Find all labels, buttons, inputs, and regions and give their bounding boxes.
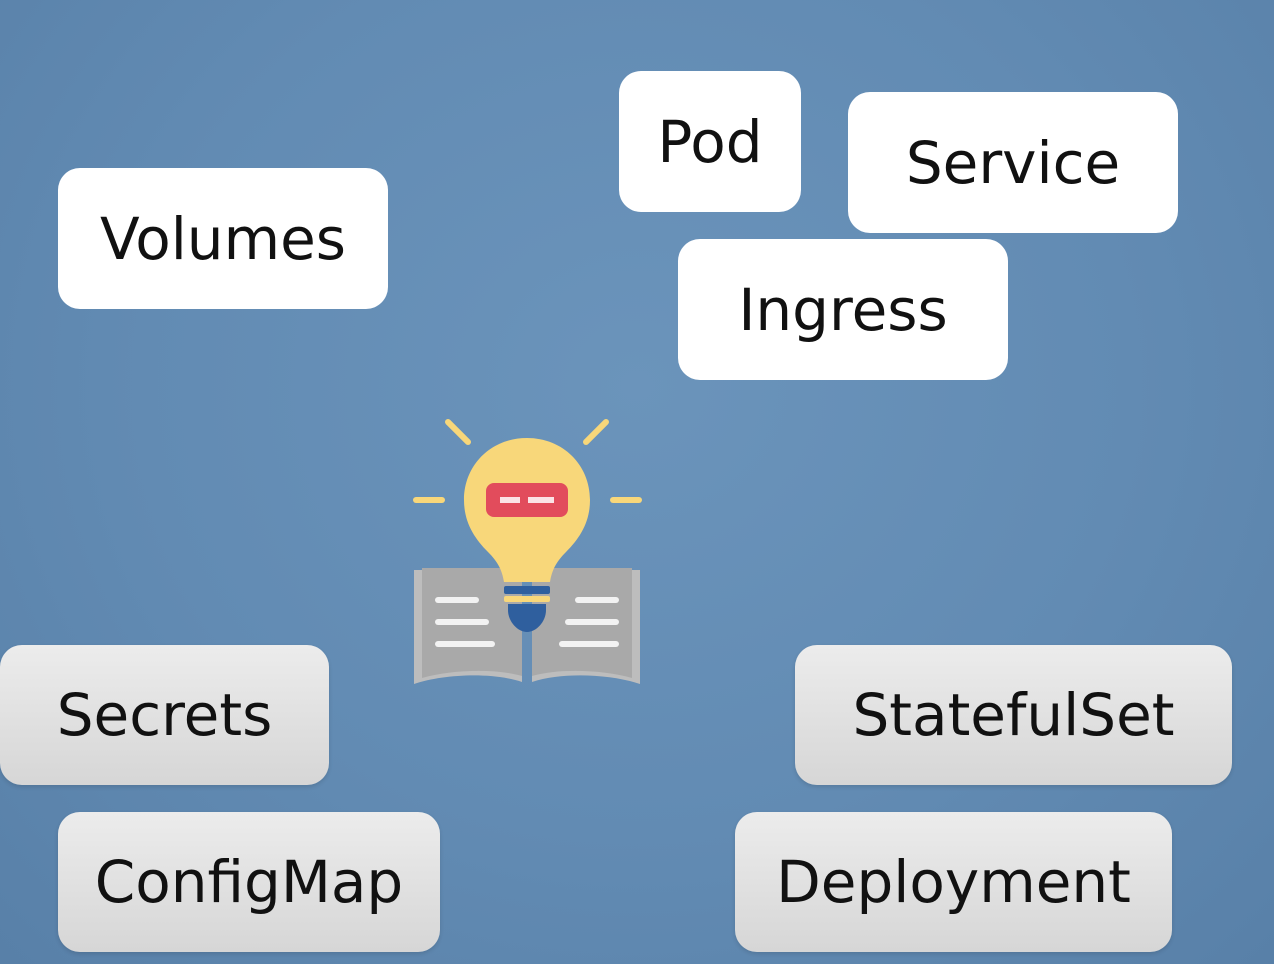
service-label: Service bbox=[848, 92, 1178, 233]
ray-top-right bbox=[583, 419, 609, 445]
lightbulb-book-icon bbox=[408, 410, 648, 695]
bulb-base-ring bbox=[504, 586, 550, 594]
volumes-label: Volumes bbox=[58, 168, 388, 309]
pod-text: Pod bbox=[657, 107, 763, 176]
ray-top-left bbox=[445, 419, 471, 445]
bulb-icon bbox=[464, 438, 590, 632]
pod-label: Pod bbox=[619, 71, 801, 212]
secrets-label: Secrets bbox=[0, 645, 329, 785]
statefulset-label: StatefulSet bbox=[795, 645, 1232, 785]
configmap-label: ConfigMap bbox=[58, 812, 440, 952]
deployment-label: Deployment bbox=[735, 812, 1172, 952]
volumes-text: Volumes bbox=[100, 204, 346, 273]
deployment-text: Deployment bbox=[776, 848, 1131, 916]
bulb-rays bbox=[413, 419, 642, 503]
ingress-text: Ingress bbox=[738, 275, 948, 344]
book-icon bbox=[414, 568, 640, 684]
bulb-label bbox=[486, 483, 568, 517]
ingress-label: Ingress bbox=[678, 239, 1008, 380]
statefulset-text: StatefulSet bbox=[852, 681, 1175, 749]
book-lines bbox=[435, 597, 619, 647]
bulb-base bbox=[508, 604, 546, 632]
configmap-text: ConfigMap bbox=[94, 848, 404, 916]
lightbulb-book-svg bbox=[413, 419, 642, 684]
service-text: Service bbox=[905, 128, 1121, 197]
secrets-text: Secrets bbox=[56, 681, 273, 749]
